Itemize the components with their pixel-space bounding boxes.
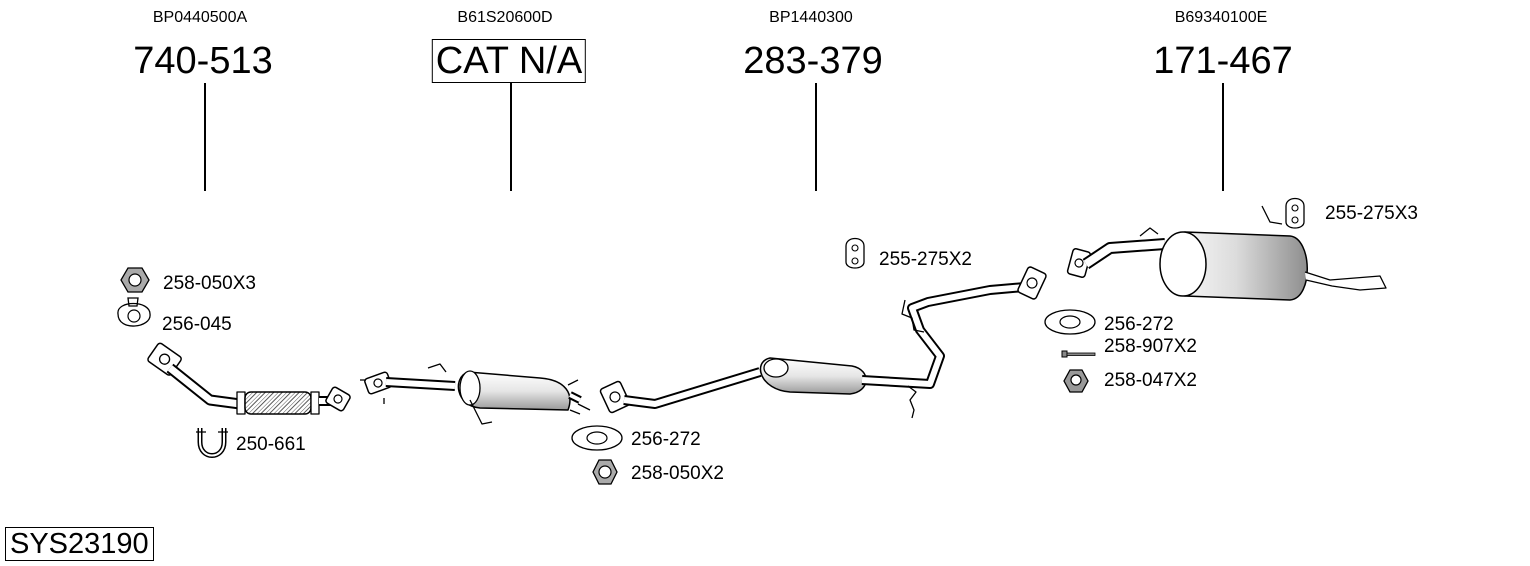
system-code: SYS23190 (5, 527, 154, 561)
leader-line-center-silencer (815, 83, 817, 191)
rubber-hanger-icon[interactable] (845, 237, 865, 269)
part-label[interactable]: 258-050X3 (163, 273, 256, 294)
leader-line-front-pipe (204, 83, 206, 191)
rubber-hanger-icon[interactable] (1285, 197, 1305, 229)
hex-nut-icon[interactable] (120, 267, 150, 293)
part-label[interactable]: 258-050X2 (631, 463, 724, 484)
section-ref-catalyst: B61S20600D (457, 9, 553, 26)
section-ref-front-pipe: BP0440500A (152, 9, 248, 26)
part-label[interactable]: 258-047X2 (1104, 370, 1197, 391)
leader-line-catalyst (510, 83, 512, 191)
catalytic-converter[interactable] (360, 363, 591, 425)
center-pipe-silencer[interactable] (599, 266, 1047, 419)
section-ref-rear-silencer: B69340100E (1174, 9, 1268, 26)
part-label[interactable]: 256-045 (162, 314, 232, 335)
leader-line-rear-silencer (1222, 83, 1224, 191)
hex-nut-icon[interactable] (592, 459, 618, 485)
part-label[interactable]: 256-272 (631, 429, 701, 450)
oval-gasket-icon[interactable] (571, 425, 623, 451)
part-number-front-pipe[interactable]: 740-513 (133, 40, 273, 82)
front-pipe[interactable] (147, 342, 351, 415)
part-number-rear-silencer[interactable]: 171-467 (1153, 40, 1293, 82)
part-label[interactable]: 255-275X2 (879, 249, 972, 270)
oval-gasket-icon[interactable] (1044, 309, 1096, 335)
part-label[interactable]: 258-907X2 (1104, 336, 1197, 357)
part-number-catalyst[interactable]: CAT N/A (431, 39, 587, 83)
flange-gasket-icon[interactable] (117, 297, 151, 327)
flange-nut-icon[interactable] (1063, 369, 1089, 393)
part-label[interactable]: 255-275X3 (1325, 203, 1418, 224)
part-label[interactable]: 256-272 (1104, 314, 1174, 335)
u-bolt-clamp-icon[interactable] (196, 428, 228, 458)
rear-silencer[interactable] (1066, 205, 1387, 301)
section-ref-center-silencer: BP1440300 (769, 9, 853, 26)
part-label[interactable]: 250-661 (236, 434, 306, 455)
part-number-center-silencer[interactable]: 283-379 (743, 40, 883, 82)
bolt-icon[interactable] (1061, 350, 1096, 358)
